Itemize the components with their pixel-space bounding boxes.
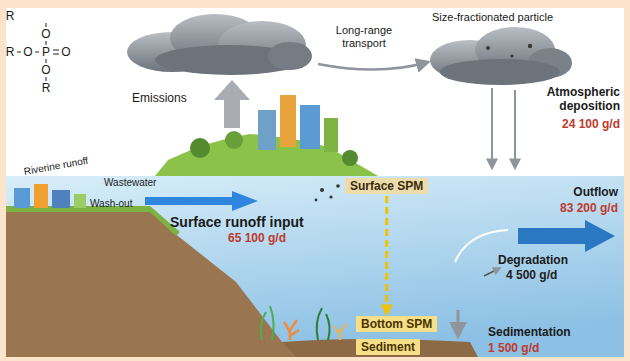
building	[324, 118, 338, 152]
flux-name: Atmospheric deposition	[536, 86, 620, 114]
transport-arrow	[318, 62, 428, 70]
flux-value: 1 500 g/d	[488, 341, 539, 355]
building	[74, 194, 86, 208]
left-cloud	[127, 14, 312, 75]
particle	[315, 199, 318, 202]
bond	[46, 23, 47, 27]
particle	[320, 188, 324, 192]
seaweed	[317, 308, 330, 340]
degradation-arrow	[484, 268, 500, 276]
building	[258, 110, 276, 150]
outflow-arrow	[518, 220, 615, 252]
atom-letter: O	[40, 64, 52, 76]
compartment-name: Bottom SPM	[361, 317, 432, 331]
particle	[510, 54, 513, 57]
cloud-puff	[440, 59, 560, 85]
seaweed	[261, 306, 274, 340]
process-label: Size-fractionated particle	[432, 11, 553, 24]
water	[0, 176, 630, 361]
process-label: Emissions	[132, 92, 187, 106]
building	[52, 190, 70, 208]
particle	[336, 184, 340, 188]
flux-name: Surface runoff input	[170, 214, 304, 230]
cloud-puff	[268, 42, 312, 70]
bond	[46, 77, 47, 81]
building	[280, 95, 296, 147]
source-label: Wastewater	[104, 177, 156, 189]
right-cloud	[430, 27, 572, 85]
sedimentation-arrow	[457, 310, 460, 336]
flux-name: Outflow	[573, 186, 618, 200]
building	[14, 188, 30, 208]
particle	[528, 44, 532, 48]
atom-letter: O	[60, 46, 72, 58]
bond	[53, 50, 59, 51]
source-label: Wash-out	[90, 198, 132, 210]
bond	[35, 52, 39, 53]
emission-arrow	[214, 80, 250, 128]
land	[0, 210, 300, 361]
building	[34, 184, 48, 208]
bond	[17, 52, 21, 53]
building	[300, 105, 320, 149]
coral	[334, 324, 346, 340]
bond	[46, 41, 47, 45]
flux-value: 65 100 g/d	[228, 232, 286, 246]
atom-letter: O	[22, 46, 34, 58]
atom-letter: R	[4, 46, 16, 58]
deposition-arrow	[514, 90, 516, 168]
process-label: Long-range transport	[318, 24, 410, 49]
bond	[46, 59, 47, 63]
deposition-arrow	[491, 88, 493, 168]
atom-letter: O	[40, 28, 52, 40]
settling-arrow	[385, 196, 388, 314]
compartment-box: Bottom SPM	[356, 316, 437, 332]
particle	[486, 46, 490, 50]
flux-value: 4 500 g/d	[506, 269, 557, 283]
flux-value: 24 100 g/d	[562, 118, 620, 132]
tree	[225, 131, 243, 149]
tree	[342, 150, 358, 166]
flux-name: Degradation	[498, 254, 568, 268]
flux-value: 83 200 g/d	[560, 202, 618, 216]
structure-bonds	[17, 23, 59, 81]
compartment-name: Surface SPM	[350, 179, 423, 193]
flux-name: Sedimentation	[488, 326, 571, 340]
atom-letter: P	[40, 46, 52, 58]
compartment-name: Sediment	[361, 340, 415, 354]
compartment-box: Sediment	[356, 339, 420, 355]
atom-letter: R	[40, 82, 52, 94]
runoff-arrow	[145, 191, 258, 211]
atom-letter: R	[4, 10, 16, 22]
grass	[0, 206, 180, 236]
tree	[190, 138, 210, 158]
particle	[329, 195, 332, 198]
coral	[284, 320, 299, 340]
bond	[53, 54, 59, 55]
compartment-box: Surface SPM	[345, 178, 428, 194]
